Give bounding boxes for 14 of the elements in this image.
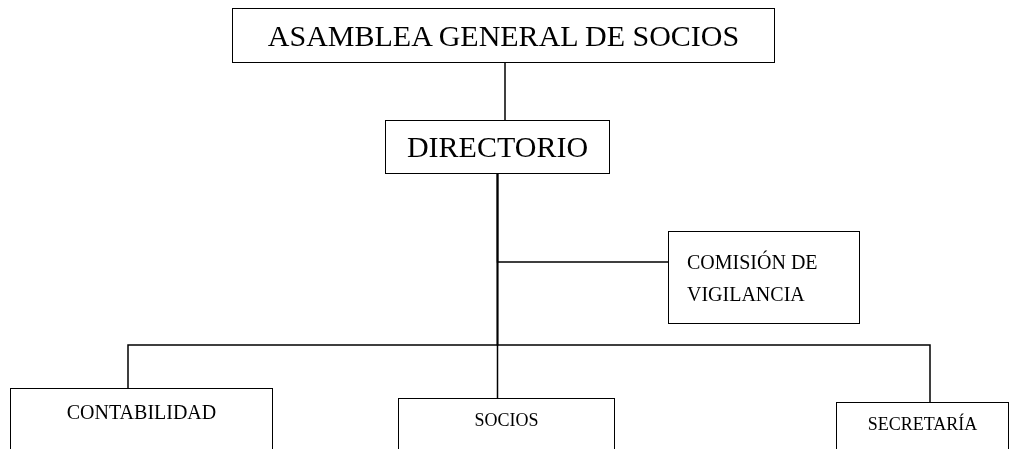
unit-name: SECRETARÍA <box>867 413 978 435</box>
board-box <box>385 120 610 174</box>
department-box <box>398 398 615 449</box>
unit-name: COMISIÓN DE VIGILANCIA <box>687 249 819 307</box>
assembly-box <box>232 8 775 63</box>
unit-name: SOCIOS <box>474 409 539 431</box>
committee-box <box>668 231 860 324</box>
unit-name: DIRECTORIO <box>406 130 589 164</box>
connector-line <box>504 62 506 121</box>
department-box <box>10 388 273 449</box>
unit-name: ASAMBLEA GENERAL DE SOCIOS <box>267 18 740 53</box>
connector-line <box>496 173 931 403</box>
department-box <box>836 402 1009 449</box>
unit-name: CONTABILIDAD <box>66 401 217 424</box>
